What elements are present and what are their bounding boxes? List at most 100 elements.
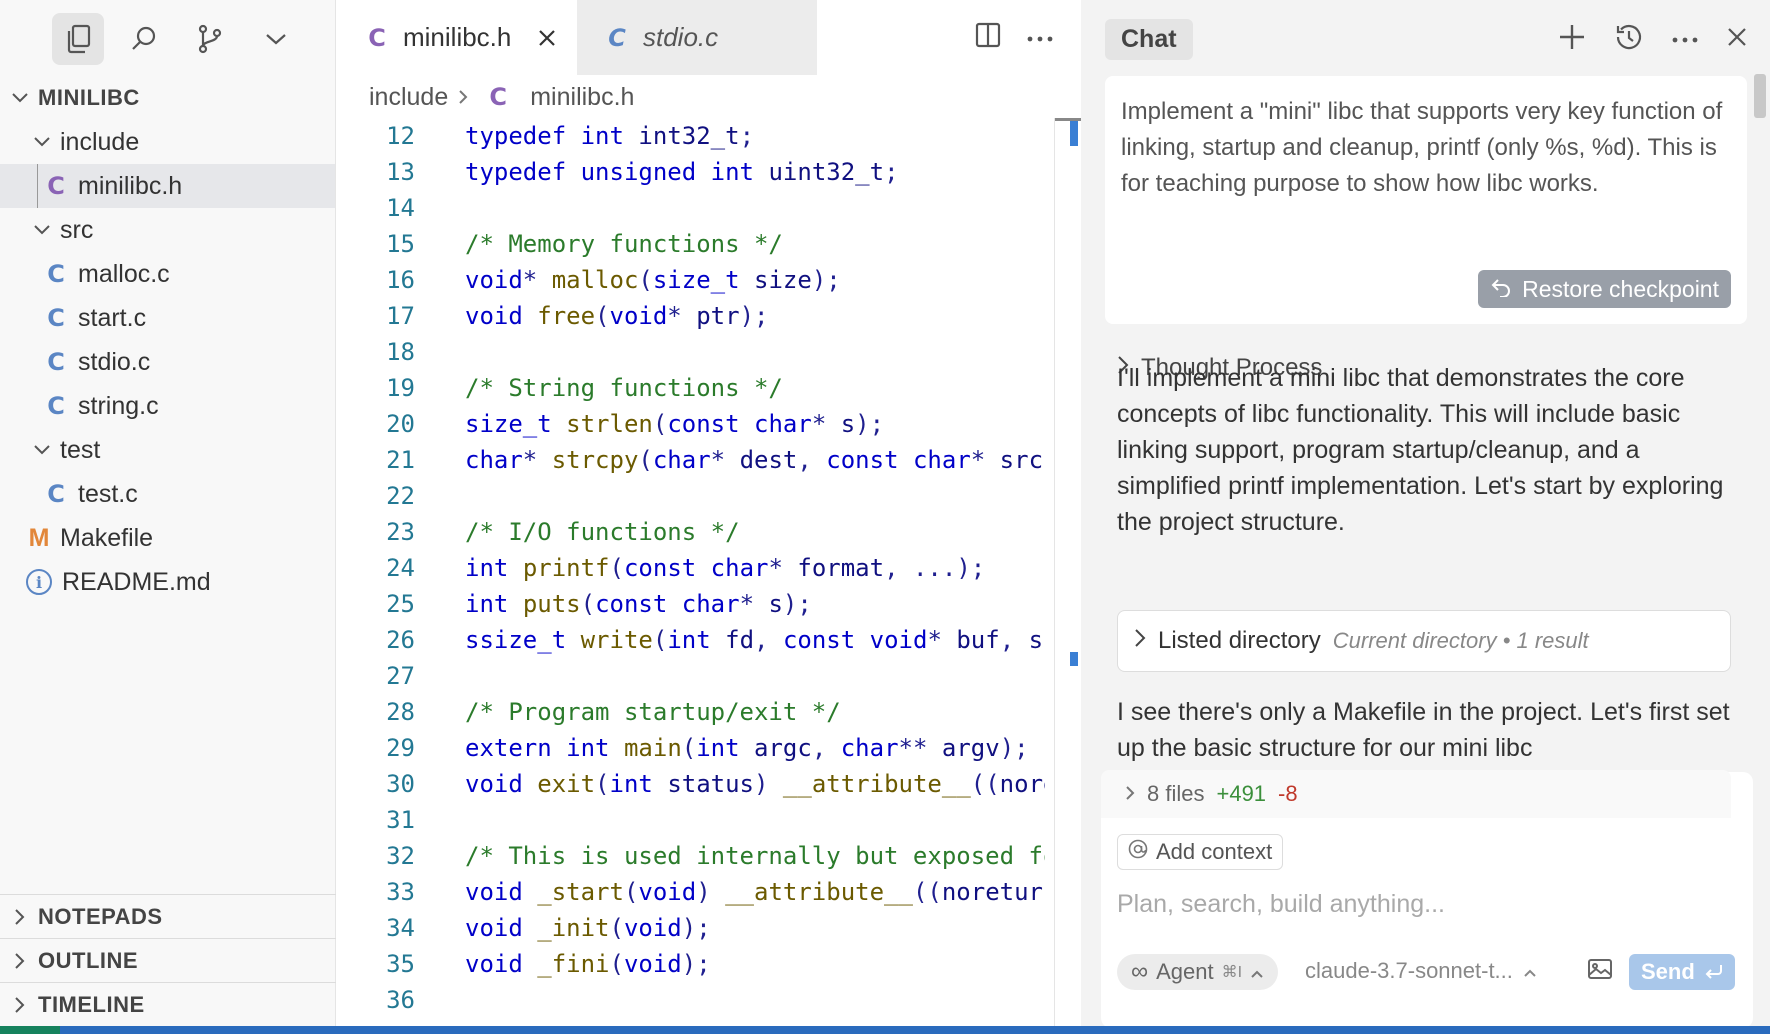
tree-file-makefile[interactable]: M Makefile (0, 516, 335, 560)
chat-title[interactable]: Chat (1105, 18, 1193, 60)
more-actions-icon[interactable] (1027, 29, 1053, 47)
code-line[interactable]: 23/* I/O functions */ (337, 514, 1081, 550)
more-actions-icon[interactable] (1672, 30, 1698, 48)
line-number: 19 (386, 374, 415, 402)
close-icon[interactable] (1726, 26, 1748, 53)
agent-label: Agent (1156, 959, 1214, 984)
tree-item-label: include (60, 127, 140, 156)
restore-checkpoint-button[interactable]: Restore checkpoint (1478, 270, 1731, 308)
code-line[interactable]: 28/* Program startup/exit */ (337, 694, 1081, 730)
code-line[interactable]: 19/* String functions */ (337, 370, 1081, 406)
user-prompt-card[interactable]: Implement a "mini" libc that supports ve… (1105, 76, 1747, 324)
model-label: claude-3.7-sonnet-t... (1305, 958, 1513, 983)
model-selector[interactable]: claude-3.7-sonnet-t... (1305, 958, 1537, 984)
close-icon[interactable] (537, 28, 557, 48)
section-timeline[interactable]: TIMELINE (0, 982, 336, 1026)
line-number: 20 (386, 410, 415, 438)
chat-input[interactable] (1117, 884, 1717, 924)
code-text: typedef unsigned int uint32_t; (465, 158, 899, 186)
code-text: int puts(const char* s); (465, 590, 812, 618)
source-control-icon[interactable] (184, 13, 236, 65)
tree-folder-test[interactable]: test (0, 428, 335, 472)
tree-file-test-c[interactable]: C test.c (0, 472, 335, 516)
tree-root-minilibc[interactable]: MINILIBC (0, 76, 335, 120)
code-text: void _start(void) __attribute__((noretur… (465, 878, 1045, 906)
tab-stdio-c[interactable]: C stdio.c (577, 0, 817, 75)
files-icon[interactable] (52, 13, 104, 65)
agent-mode-selector[interactable]: ∞ Agent ⌘I (1117, 954, 1279, 990)
tree-file-string-c[interactable]: C string.c (0, 384, 335, 428)
code-line[interactable]: 36 (337, 982, 1081, 1018)
c-header-file-icon: C (368, 23, 386, 52)
code-line[interactable]: 14 (337, 190, 1081, 226)
indent-guide (37, 164, 38, 208)
code-text (415, 982, 1045, 1018)
tree-file-stdio-c[interactable]: C stdio.c (0, 340, 335, 384)
tree-file-minilibc-h[interactable]: C minilibc.h (0, 164, 335, 208)
tree-item-label: minilibc.h (78, 171, 183, 200)
history-icon[interactable] (1614, 22, 1644, 57)
tree-folder-include[interactable]: include (0, 120, 335, 164)
line-number: 22 (386, 482, 415, 510)
line-number: 36 (386, 986, 415, 1014)
tree-file-readme[interactable]: i README.md (0, 560, 335, 604)
code-line[interactable]: 22 (337, 478, 1081, 514)
tree-folder-src[interactable]: src (0, 208, 335, 252)
tree-root-label: MINILIBC (38, 85, 140, 110)
chat-scrollbar-thumb[interactable] (1754, 74, 1766, 118)
send-button[interactable]: Send (1629, 954, 1735, 990)
changed-files-summary[interactable]: 8 files +491 -8 (1101, 770, 1731, 818)
tab-minilibc-h[interactable]: C minilibc.h (337, 0, 577, 75)
code-line[interactable]: 32/* This is used internally but exposed… (337, 838, 1081, 874)
line-number: 23 (386, 518, 415, 546)
chevron-down-icon[interactable] (250, 13, 302, 65)
infinity-icon: ∞ (1131, 958, 1149, 985)
assistant-message: I see there's only a Makefile in the pro… (1117, 698, 1730, 762)
tree-file-start-c[interactable]: C start.c (0, 296, 335, 340)
status-bar (0, 1026, 1770, 1034)
tool-call-label: Listed directory (1158, 627, 1321, 654)
files-count: 8 files (1147, 781, 1205, 806)
section-outline[interactable]: OUTLINE (0, 938, 336, 982)
scrollbar-thumb[interactable] (1055, 118, 1081, 121)
code-line[interactable]: 15/* Memory functions */ (337, 226, 1081, 262)
breadcrumb-file[interactable]: minilibc.h (530, 82, 635, 111)
tab-label: minilibc.h (403, 22, 512, 52)
code-text: char* strcpy(char* dest, const char* src… (465, 446, 1045, 474)
add-context-button[interactable]: Add context (1117, 834, 1284, 870)
section-notepads[interactable]: NOTEPADS (0, 894, 336, 938)
line-number: 24 (386, 554, 415, 582)
search-icon[interactable] (118, 13, 170, 65)
code-line[interactable]: 27 (337, 658, 1081, 694)
new-chat-icon[interactable] (1558, 23, 1586, 56)
thought-process-toggle[interactable]: Thought Process (1117, 354, 1322, 382)
remote-indicator[interactable] (0, 1026, 60, 1034)
tree-item-label: Makefile (60, 523, 154, 552)
editor-scrollbar-track[interactable] (1054, 118, 1055, 1034)
assistant-message: I'll implement a mini libc that demonstr… (1117, 364, 1724, 536)
code-line[interactable]: 31 (337, 802, 1081, 838)
tool-call-card[interactable]: Listed directory Current directory • 1 r… (1117, 610, 1731, 672)
code-line[interactable]: 18 (337, 334, 1081, 370)
image-upload-icon[interactable] (1587, 958, 1613, 985)
breadcrumb-folder[interactable]: include (369, 82, 449, 111)
split-editor-icon[interactable] (975, 22, 1001, 53)
enter-key-icon (1705, 959, 1723, 985)
tree-file-malloc-c[interactable]: C malloc.c (0, 252, 335, 296)
line-number: 12 (386, 122, 415, 150)
